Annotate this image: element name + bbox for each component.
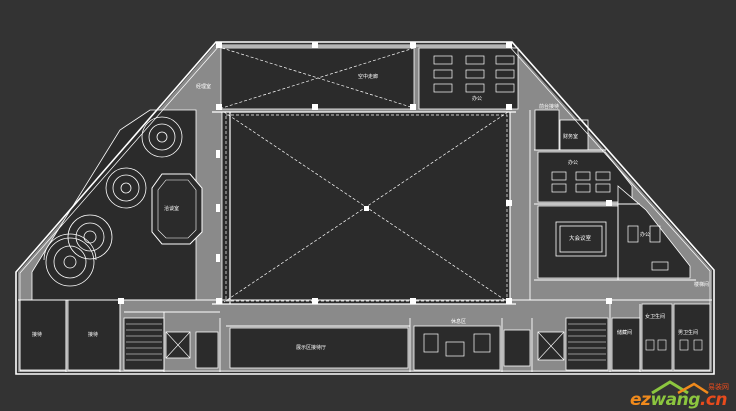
- office-desks-right: [627, 225, 669, 271]
- logo-wordmark: ezwang.cn: [630, 390, 728, 410]
- storage-room: [611, 317, 641, 371]
- label-toilet-male: 男卫生间: [678, 330, 699, 336]
- small-box-west: [195, 331, 219, 369]
- small-box-mid: [503, 329, 531, 367]
- toilet-stalls: [645, 339, 703, 351]
- logo-tagline: 易装网: [708, 383, 729, 391]
- internal-walls: [18, 110, 712, 372]
- reception-room: [534, 109, 560, 151]
- label-reception: 前台接待: [539, 104, 560, 110]
- ezwang-logo: ezwang.cn 易装网: [630, 380, 730, 410]
- void-diagonals: [221, 47, 509, 303]
- label-bottom-long-room: 展示区接待厅: [296, 345, 327, 351]
- label-office-top: 办公: [472, 96, 483, 102]
- label-west-room-1: 接待: [32, 332, 43, 338]
- logo-wang: wang: [650, 390, 700, 410]
- office-desks-top: [433, 55, 515, 93]
- hall-edge: [212, 111, 516, 305]
- office-desks-mid: [551, 171, 611, 193]
- label-lounge: 休息区: [451, 319, 467, 325]
- room-blocks: [19, 47, 711, 371]
- office-top-room: [418, 47, 519, 110]
- office-mid-room: [537, 151, 633, 203]
- logo-cn: .cn: [699, 390, 728, 410]
- round-seating: [43, 116, 183, 287]
- label-west-room-2: 接待: [88, 332, 99, 338]
- meeting-table: [555, 221, 607, 257]
- toilet-female-room: [641, 303, 673, 371]
- house-roof-icon: [651, 380, 709, 394]
- label-manager: 经理室: [196, 84, 212, 90]
- label-storage: 储藏间: [617, 330, 633, 336]
- label-top-corridor: 空中走廊: [358, 74, 379, 80]
- lounge-furniture: [423, 333, 491, 357]
- logo-ez: ez: [630, 390, 651, 410]
- lounge-room: [413, 325, 501, 371]
- stairs: [126, 323, 606, 361]
- label-corridor-west: 楼梯间: [694, 282, 710, 288]
- octagon-room: [151, 173, 203, 245]
- label-office-right: 办公: [640, 232, 651, 238]
- label-toilet-female: 女卫生间: [645, 314, 666, 320]
- label-finance: 财务室: [563, 134, 579, 140]
- west-room-1: [19, 299, 67, 371]
- bottom-long-room: [229, 327, 409, 369]
- finance-room: [559, 119, 589, 151]
- west-room-2: [67, 299, 121, 371]
- toilet-male-room: [673, 303, 711, 371]
- stair-east: [565, 317, 609, 371]
- stair-west: [123, 317, 165, 371]
- label-small-meeting: 洽谈室: [164, 206, 180, 212]
- label-office-mid: 办公: [568, 160, 579, 166]
- lift-marks: [165, 331, 565, 361]
- label-large-meeting: 大会议室: [569, 236, 592, 242]
